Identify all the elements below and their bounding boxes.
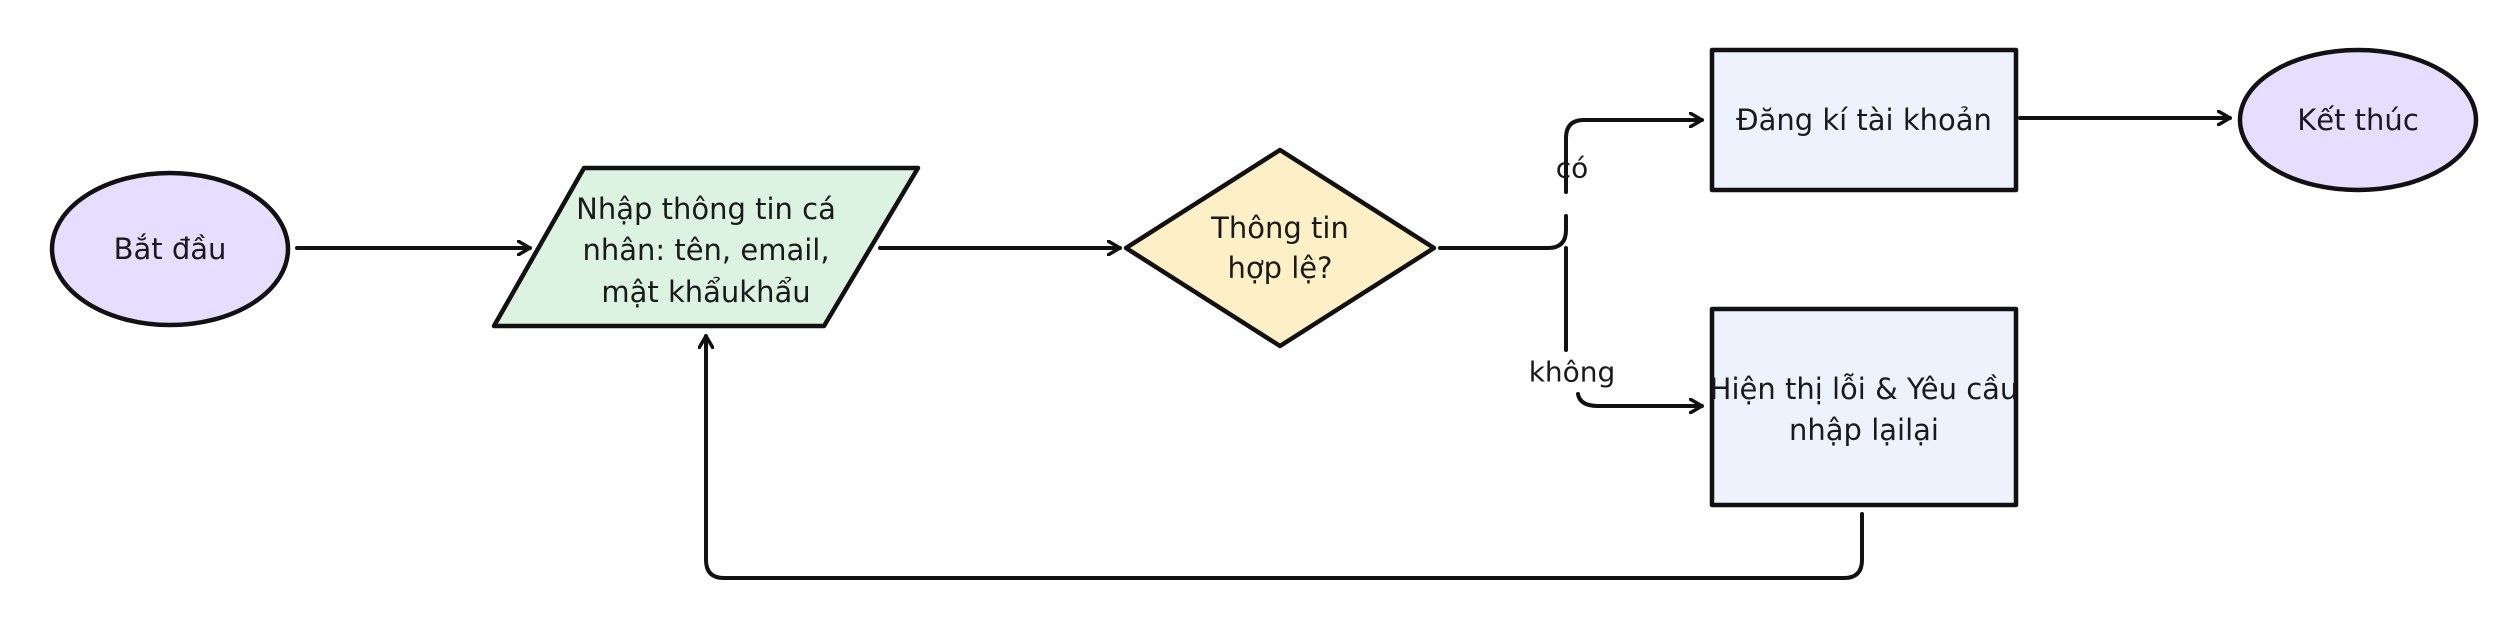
start-node [49,170,291,328]
input-node-label-line2: nhân: tên, email, [582,233,829,267]
error-node-label-line2: nhập lạilại [1789,413,1939,447]
end-node [2237,47,2479,193]
input-node-label-line1: Nhập thông tin cá [576,192,836,226]
input-node-label-line3: mật khẩukhẩu [601,275,810,309]
edge-decision-to-branch [1438,214,1568,250]
edge-label-yes: có [1556,152,1589,185]
decision-node [1123,147,1437,349]
register-node [1709,47,2019,193]
edge-label-no: không [1529,356,1616,389]
error-node-label-line1: Hiện thị lỗi & Yêu cầu [1710,372,2019,406]
edge-yes-to-register [1564,120,1704,194]
decision-node-label-line1: Thông tin [1210,211,1349,245]
end-node-label: Kết thúc [2297,103,2419,137]
error-node [1709,306,2019,508]
edge-error-back-to-input [706,334,1864,580]
decision-node-label-line2: hợp lệ? [1227,251,1332,285]
edge-no-to-error [1576,392,1704,406]
input-node [491,165,921,329]
start-node-label: Bắt đầu [114,232,227,266]
register-node-label: Đăng kí tài khoản [1736,103,1992,137]
